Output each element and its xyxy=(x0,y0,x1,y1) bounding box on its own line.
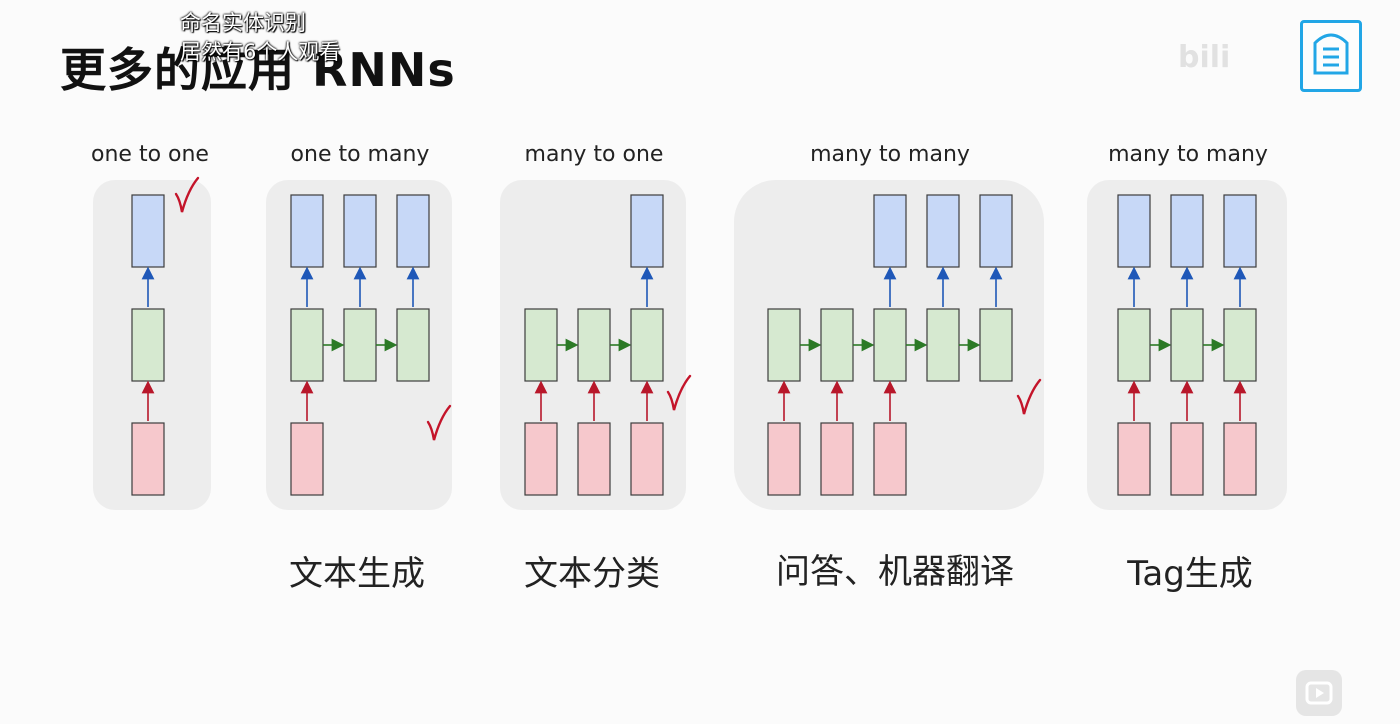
input-box xyxy=(1170,422,1204,496)
input-box xyxy=(577,422,611,496)
hidden-state-box xyxy=(1223,308,1257,382)
hidden-state-box xyxy=(630,308,664,382)
output-box xyxy=(396,194,430,268)
hidden-state-box xyxy=(873,308,907,382)
input-box xyxy=(630,422,664,496)
panel-label-one-to-one: one to one xyxy=(91,142,209,167)
output-box xyxy=(131,194,165,268)
input-box xyxy=(1117,422,1151,496)
hidden-state-box xyxy=(767,308,801,382)
hidden-state-box xyxy=(979,308,1013,382)
input-box xyxy=(1223,422,1257,496)
watermark-logo: bili xyxy=(1178,40,1231,75)
panel-label-many-to-many-tagging: many to many xyxy=(1108,142,1268,167)
check-mark xyxy=(426,404,452,441)
panel-label-many-to-one: many to one xyxy=(524,142,664,167)
input-box xyxy=(131,422,165,496)
output-box xyxy=(290,194,324,268)
output-box xyxy=(979,194,1013,268)
slide-title: 更多的应用 RNNs xyxy=(60,43,456,97)
hidden-state-box xyxy=(926,308,960,382)
hidden-state-box xyxy=(1117,308,1151,382)
input-box xyxy=(820,422,854,496)
output-box xyxy=(1117,194,1151,268)
danmaku-comment: 命名实体识别 xyxy=(180,11,306,35)
check-mark xyxy=(1016,378,1042,415)
caption-text-generation: 文本生成 xyxy=(289,554,425,594)
output-box xyxy=(1223,194,1257,268)
input-box xyxy=(767,422,801,496)
check-mark xyxy=(666,374,692,411)
hidden-state-box xyxy=(1170,308,1204,382)
input-box xyxy=(290,422,324,496)
play-button[interactable] xyxy=(1296,670,1342,716)
hidden-state-box xyxy=(820,308,854,382)
panel-label-one-to-many: one to many xyxy=(290,142,430,167)
check-mark xyxy=(174,176,200,213)
output-box xyxy=(630,194,664,268)
hidden-state-box xyxy=(343,308,377,382)
bilibili-logo xyxy=(1300,20,1362,92)
output-box xyxy=(926,194,960,268)
caption-qa-translation: 问答、机器翻译 xyxy=(776,552,1014,592)
hidden-state-box xyxy=(524,308,558,382)
hidden-state-box xyxy=(577,308,611,382)
output-box xyxy=(343,194,377,268)
output-box xyxy=(1170,194,1204,268)
caption-text-classification: 文本分类 xyxy=(524,554,660,594)
caption-tag-generation: Tag生成 xyxy=(1127,554,1253,594)
hidden-state-box xyxy=(396,308,430,382)
output-box xyxy=(873,194,907,268)
hidden-state-box xyxy=(131,308,165,382)
hidden-state-box xyxy=(290,308,324,382)
danmaku-comment: 居然有6个人观看 xyxy=(180,40,341,64)
panel-label-many-to-many-seq2seq: many to many xyxy=(810,142,970,167)
input-box xyxy=(873,422,907,496)
input-box xyxy=(524,422,558,496)
